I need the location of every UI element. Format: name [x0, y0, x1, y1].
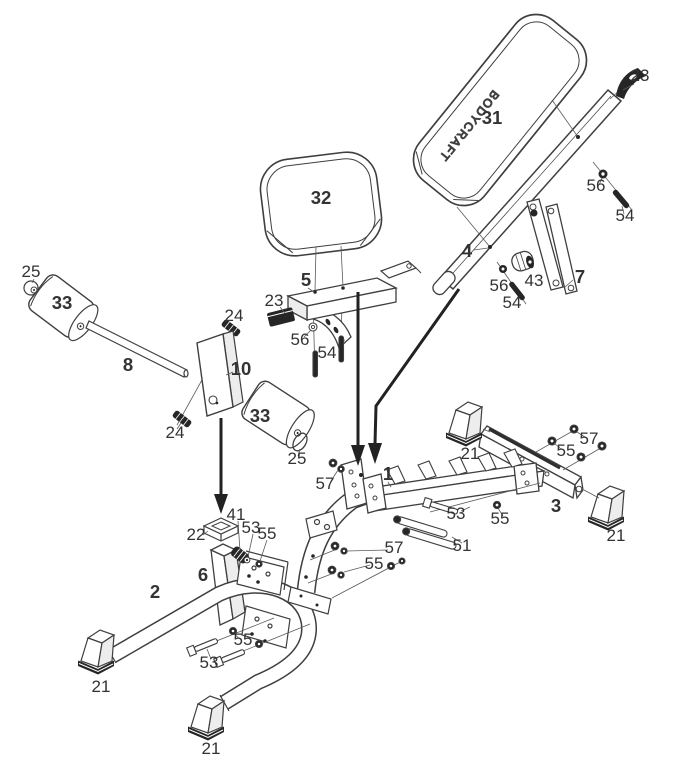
part-label-25: 25	[22, 262, 41, 281]
nut-56-screw-54-mid	[496, 261, 527, 305]
part-label-24: 24	[166, 423, 185, 442]
part-label-55: 55	[258, 524, 277, 543]
part-label-33: 33	[250, 405, 271, 426]
front-base-2	[107, 577, 318, 712]
pivot-bracket-10	[196, 330, 244, 417]
foam-roller-33	[28, 274, 99, 342]
part-label-5: 5	[301, 269, 311, 290]
hardware-fasteners	[185, 424, 607, 669]
part-label-53: 53	[200, 653, 219, 672]
part-label-10: 10	[231, 358, 252, 379]
end-cap-23	[267, 307, 295, 327]
bolt-24	[172, 410, 192, 428]
part-label-51: 51	[453, 536, 472, 555]
part-label-22: 22	[187, 525, 206, 544]
rubber-foot-21	[588, 485, 626, 531]
part-label-55: 55	[234, 630, 253, 649]
part-label-43: 43	[525, 271, 544, 290]
rubber-foot-21	[188, 695, 226, 741]
part-label-57: 57	[580, 429, 599, 448]
part-label-56: 56	[291, 330, 310, 349]
nut-56-screws-54	[308, 322, 345, 378]
part-label-54: 54	[616, 206, 635, 225]
part-label-57: 57	[316, 474, 335, 493]
leader-lines	[31, 83, 635, 660]
part-label-21: 21	[202, 739, 221, 758]
part-label-7: 7	[575, 266, 585, 287]
part-label-57: 57	[385, 538, 404, 557]
support-link-arm-7	[526, 198, 578, 295]
roller-bar-8	[85, 320, 189, 378]
seat-frame-5	[286, 245, 422, 376]
part-label-33: 33	[52, 292, 73, 313]
rubber-foot-21	[78, 629, 116, 675]
rubber-foot-21	[446, 401, 484, 447]
adjust-handle-23	[609, 68, 646, 100]
assembly-arrows	[214, 288, 461, 514]
part-label-8: 8	[123, 354, 133, 375]
part-label-6: 6	[198, 564, 208, 585]
part-label-53: 53	[447, 504, 466, 523]
part-label-56: 56	[587, 176, 606, 195]
ring-cap-25	[292, 432, 308, 452]
part-label-53: 53	[242, 518, 261, 537]
part-label-55: 55	[491, 509, 510, 528]
part-label-23: 23	[631, 66, 650, 85]
part-label-56: 56	[490, 276, 509, 295]
part-label-23: 23	[265, 291, 284, 310]
part-label-21: 21	[461, 444, 480, 463]
seat-pad-32	[259, 151, 383, 257]
main-frame-1	[287, 483, 378, 615]
nut-56-screw-54-top	[592, 161, 633, 211]
part-label-25: 25	[288, 449, 307, 468]
part-label-55: 55	[557, 441, 576, 460]
adjustment-ladder-beam-1	[340, 448, 547, 514]
washer-53-nut-55	[243, 556, 263, 568]
part-label-41: 41	[227, 505, 246, 524]
part-label-54: 54	[318, 343, 337, 362]
part-label-54: 54	[503, 293, 522, 312]
back-frame-4	[432, 88, 623, 296]
part-label-4: 4	[462, 240, 473, 261]
part-label-21: 21	[92, 677, 111, 696]
part-label-1: 1	[383, 463, 393, 484]
roller-end-cap-25	[23, 280, 39, 296]
part-label-21: 21	[607, 526, 626, 545]
adjust-knob-43	[511, 250, 534, 272]
foam-roller-33	[241, 380, 315, 449]
part-label-2: 2	[150, 581, 160, 602]
part-label-32: 32	[311, 187, 332, 208]
back-pad-31: BODYCRAFT	[412, 13, 588, 207]
seat-post-bracket	[236, 550, 289, 596]
part-label-24: 24	[225, 306, 244, 325]
square-cap-22	[202, 517, 240, 542]
base-mount-plate	[241, 605, 291, 649]
part-label-3: 3	[551, 495, 561, 516]
part-label-31: 31	[482, 107, 503, 128]
part-label-55: 55	[365, 554, 384, 573]
